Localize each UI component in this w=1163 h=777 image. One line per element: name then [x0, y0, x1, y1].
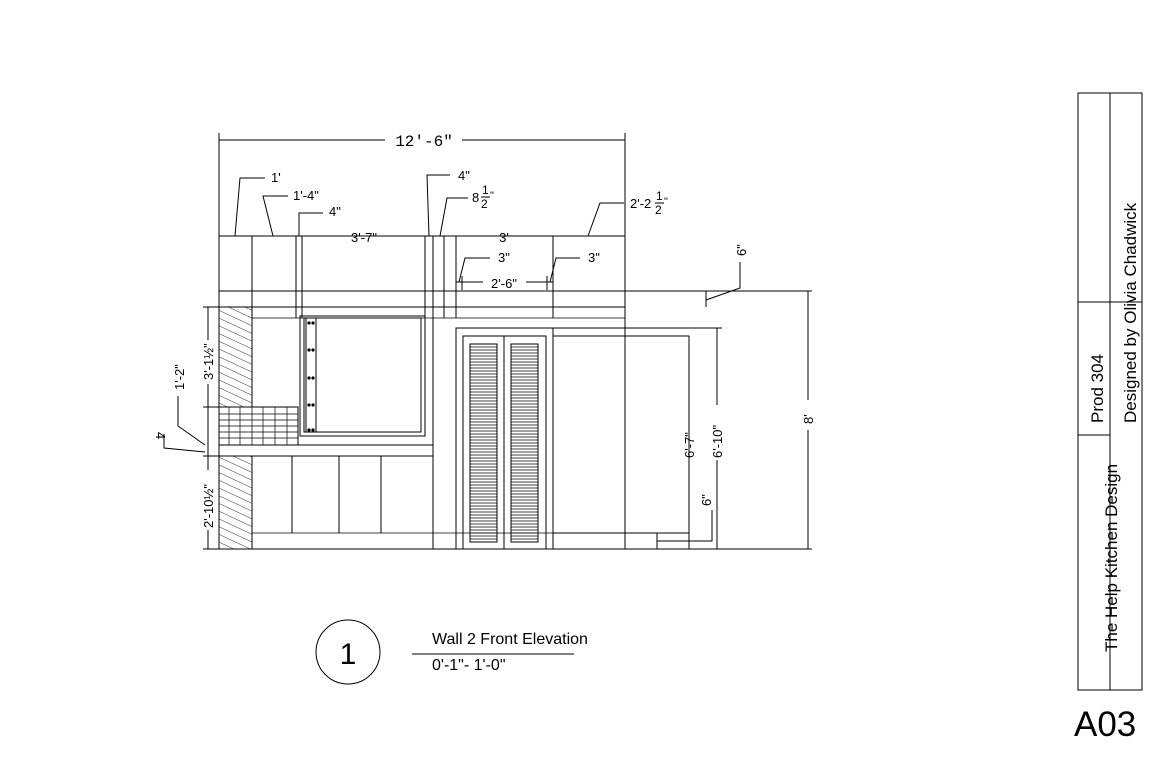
view-title: Wall 2 Front Elevation: [432, 631, 588, 648]
dim-2ft6: 2'-6": [491, 276, 517, 291]
dim-3in-b: 3": [588, 250, 600, 265]
tile-backsplash: [218, 406, 299, 446]
dim-2ft2half-whole: 2'-2: [630, 196, 651, 211]
title-block: The Help Kitchen Design Prod 304 Designe…: [1074, 92, 1143, 744]
elevation-drawing: [218, 235, 690, 550]
dim-2ft10half: 2'-10½": [201, 484, 216, 528]
tall-cabinet-right: [552, 335, 690, 534]
designer-label: Designed by Olivia Chadwick: [1121, 202, 1140, 423]
upper-cabinet-band: [218, 235, 626, 292]
dim-8half-whole: 8: [472, 190, 479, 205]
dim-1ft: 1': [271, 170, 281, 185]
dim-6in-top: 6": [734, 244, 749, 256]
hatched-side-panel-lower: [218, 455, 253, 550]
dimension-lines: 12'-6" 3'-7" 3' 1' 1'-4" 4" 4" 8 1 2 " 2…: [153, 133, 816, 550]
callout-number: 1: [340, 638, 357, 671]
dim-2ft2half-den: 2: [655, 203, 662, 217]
hatched-side-panel-upper: [218, 306, 253, 408]
sheet-number: A03: [1074, 705, 1136, 744]
view-scale: 0'-1"- 1'-0": [432, 657, 506, 674]
dim-4in-b: 4": [458, 168, 470, 183]
project-title: The Help Kitchen Design: [1102, 464, 1121, 652]
dim-3ft7: 3'-7": [351, 230, 377, 245]
dim-2ft2half-num: 1: [656, 189, 663, 203]
drawing-title: 1 Wall 2 Front Elevation 0'-1"- 1'-0": [315, 619, 588, 685]
dim-3ft1half: 3'-1½": [201, 343, 216, 380]
dim-6in-bottom: 6": [699, 494, 714, 506]
window: [299, 315, 426, 437]
dim-3in-a: 3": [498, 250, 510, 265]
dim-8half-den: 2: [481, 197, 488, 211]
dim-8ft: 8': [801, 414, 816, 424]
dim-6ft7: 6'-7": [682, 432, 697, 458]
dim-4: 4: [153, 432, 168, 439]
louvered-doors: [455, 327, 554, 550]
dim-1ft2: 1'-2": [172, 364, 187, 390]
dim-8half-num: 1: [482, 183, 489, 197]
callout-circle: [315, 619, 381, 685]
course-label: Prod 304: [1088, 354, 1107, 423]
dim-4in-a: 4": [329, 204, 341, 219]
dim-8half-in: ": [490, 190, 494, 202]
dim-overall-width: 12'-6": [395, 133, 453, 151]
countertop: [218, 444, 434, 457]
dim-3ft: 3': [499, 230, 509, 245]
base-cabinets: [251, 318, 434, 549]
dim-6ft10: 6'-10": [710, 424, 725, 458]
dim-1ft4: 1'-4": [293, 188, 319, 203]
dim-2ft2half-in: ": [664, 196, 668, 208]
